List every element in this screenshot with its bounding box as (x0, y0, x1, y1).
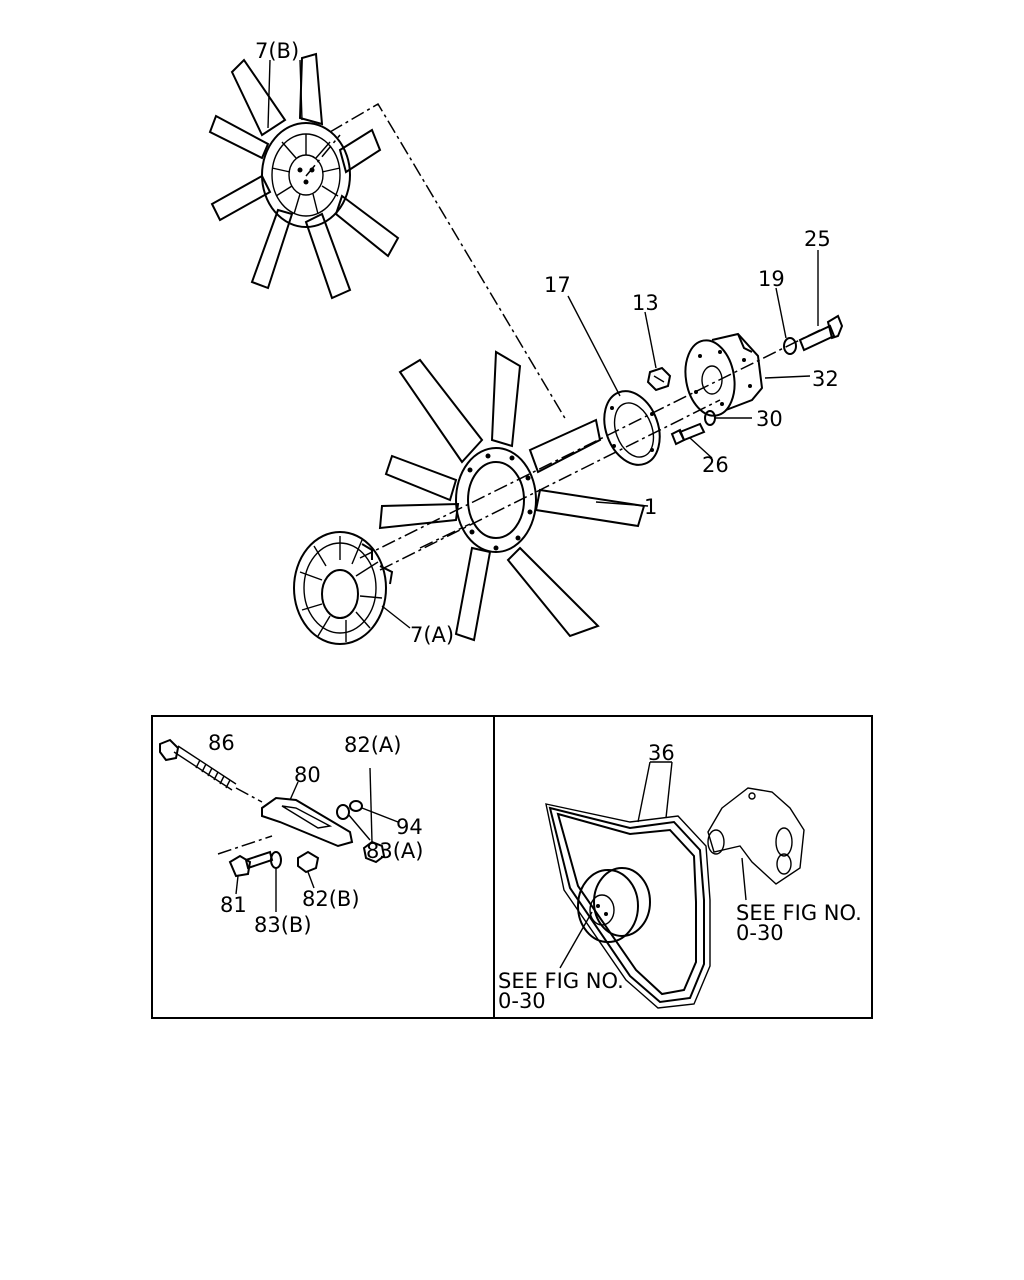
fan-clutch-7a-body (293, 531, 387, 645)
washer-94 (349, 800, 399, 823)
nut-82b (297, 850, 320, 889)
label-19: 19 (758, 267, 785, 291)
nut-13 (646, 366, 672, 392)
label-86: 86 (208, 731, 235, 755)
label-83a: 83(A) (366, 839, 423, 863)
fan-1-blades (378, 350, 646, 642)
label-80: 80 (294, 763, 321, 787)
label-82b: 82(B) (302, 887, 360, 911)
label-13: 13 (632, 291, 659, 315)
washer-83a (336, 804, 371, 841)
label-7a: 7(A) (410, 623, 454, 647)
water-pump-outline (707, 787, 805, 885)
label-25: 25 (804, 227, 831, 251)
v-belt-36 (545, 803, 711, 1009)
label-83b: 83(B) (254, 913, 312, 937)
adjusting-bolt-86 (159, 738, 263, 803)
adjusting-plate-80 (261, 781, 354, 848)
crank-pulley (577, 867, 651, 943)
label-94: 94 (396, 815, 423, 839)
bolt-26 (670, 422, 706, 446)
label-26: 26 (702, 453, 729, 477)
label-82a: 82(A) (344, 733, 401, 757)
see-fig-left-line2: 0-30 (498, 989, 546, 1013)
nut-82a (362, 767, 386, 864)
washer-30 (704, 410, 716, 426)
label-81: 81 (220, 893, 247, 917)
washer-19 (783, 337, 797, 355)
pulley-hub-32 (684, 332, 764, 417)
fan-clutch-7b-body (261, 122, 351, 228)
spacer-17 (603, 390, 661, 466)
bolt-25 (798, 314, 844, 352)
bolt-81 (217, 835, 274, 895)
fan-clutch-7b (208, 52, 400, 300)
see-fig-right-line2: 0-30 (736, 921, 784, 945)
label-17: 17 (544, 273, 571, 297)
fan-clutch-7b-blades (208, 52, 400, 300)
label-32: 32 (812, 367, 839, 391)
label-7b: 7(B) (255, 39, 299, 63)
top-figure-leaders (267, 59, 819, 629)
washer-83b (270, 851, 282, 912)
belt-leaders (559, 761, 747, 969)
label-1: 1 (644, 495, 657, 519)
fan-clutch-7a (293, 531, 394, 645)
label-30: 30 (756, 407, 783, 431)
see-fig-left-line1: SEE FIG NO. (498, 969, 624, 993)
detail-frame (151, 715, 873, 1019)
see-fig-right-line1: SEE FIG NO. (736, 901, 862, 925)
fan-1 (378, 350, 646, 642)
top-figure-centerlines (305, 102, 821, 571)
label-36: 36 (648, 741, 675, 765)
fan-1-hub (455, 447, 537, 553)
